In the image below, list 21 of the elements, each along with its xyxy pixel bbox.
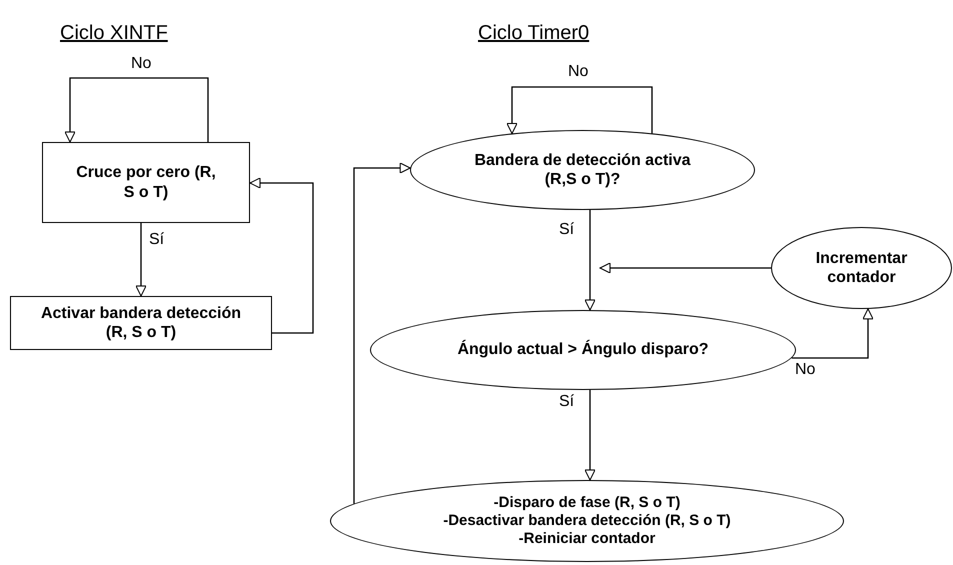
node-text: Activar bandera detección (R, S o T) xyxy=(40,304,242,342)
node-text: Bandera de detección activa (R,S o T)? xyxy=(473,150,692,190)
process-box xyxy=(42,142,250,223)
arrow xyxy=(64,77,209,142)
arrow xyxy=(353,162,411,504)
arrow xyxy=(136,223,146,296)
section-title: Ciclo XINTF xyxy=(60,21,168,46)
arrow xyxy=(584,390,596,480)
arrow xyxy=(250,178,314,334)
node-text: Incrementar contador xyxy=(814,248,908,288)
arrow xyxy=(584,210,596,311)
section-title: Ciclo Timer0 xyxy=(478,21,590,46)
node-text: Ángulo actual > Ángulo disparo? xyxy=(457,340,709,360)
node-text: -Desactivar bandera detección (R, S o T) xyxy=(443,512,731,530)
arrow xyxy=(506,86,653,134)
arrow xyxy=(792,308,874,359)
process-box xyxy=(10,296,272,350)
arrow xyxy=(600,262,771,274)
node-text: -Disparo de fase (R, S o T) xyxy=(494,494,680,512)
node-text: -Reiniciar contador xyxy=(518,530,656,548)
node-text: Cruce por cero (R, S o T) xyxy=(76,163,216,202)
